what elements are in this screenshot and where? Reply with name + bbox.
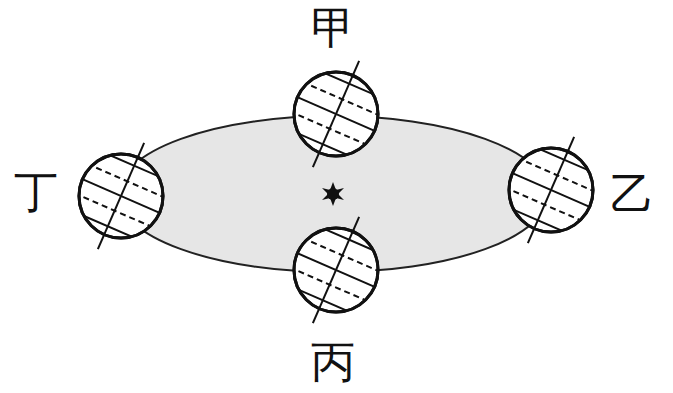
sun: [322, 182, 344, 206]
position-label: 乙: [610, 172, 654, 216]
position-label: 丙: [311, 340, 355, 384]
earth-figure: [488, 119, 615, 260]
earth-figure: [58, 125, 185, 266]
position-label: 丁: [14, 170, 58, 214]
earth-figure: [273, 43, 400, 184]
position-label: 甲: [311, 6, 355, 50]
earth-figure: [273, 199, 400, 340]
